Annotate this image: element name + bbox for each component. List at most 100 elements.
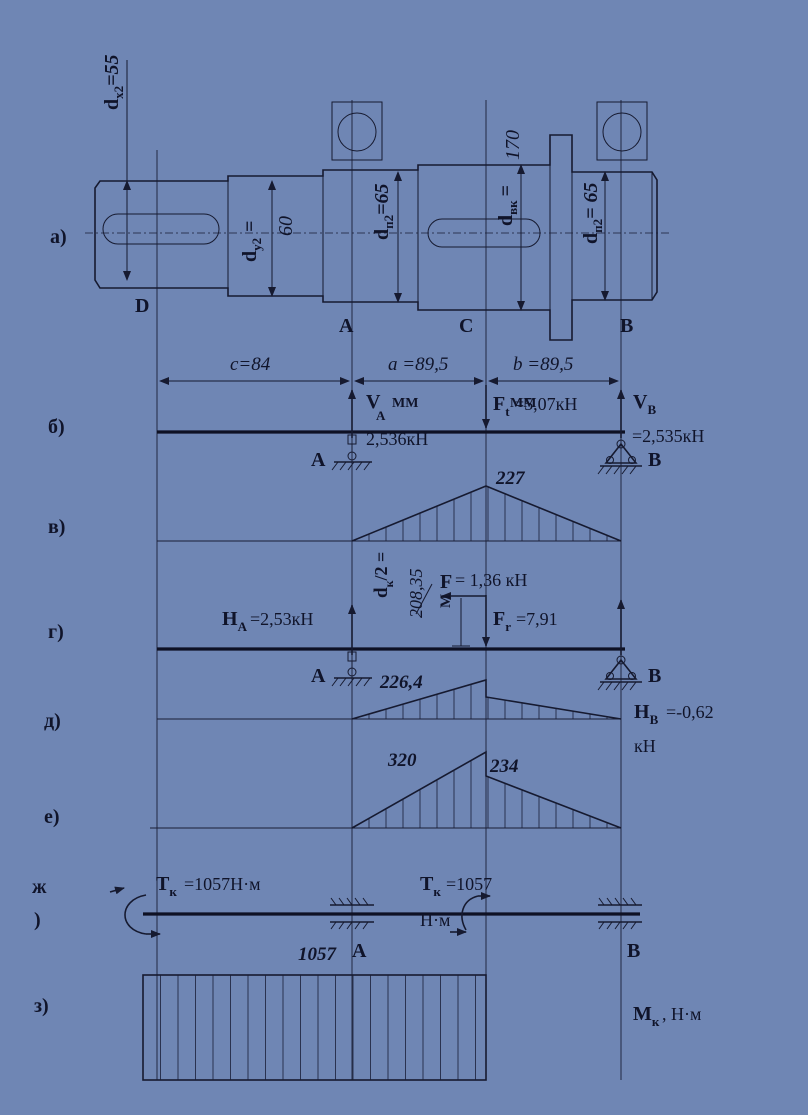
dim-a-unit: ММ [392,396,418,411]
d-x2-label: d [101,99,123,110]
section-labels: а) б) в) г) д) е) ж ) з) [32,226,67,1017]
v-a-label: V [366,391,381,413]
t1-label: T [156,873,170,895]
torque-diagram-value: 1057 [298,944,338,965]
h-a-value: =2,53кН [250,609,313,629]
d-p2-left-label: d [371,229,393,240]
m-a-label: M [438,594,454,608]
svg-text:dвк=: dвк = [495,185,520,226]
point-b: B [620,315,633,337]
dk-label: d [371,587,392,598]
v-b-sub: B [647,402,656,417]
bearing-left [331,101,383,161]
h-b-unit: кН [634,736,656,756]
point-d: D [135,295,149,317]
d-p2-right-label: d [580,233,602,244]
svg-text:Tк: Tк [420,873,441,899]
d-y2-value: 60 [275,216,297,236]
h-b-label: H [634,701,650,723]
dim-c: c=84 [230,354,271,375]
dim-b-unit: ММ [510,396,536,411]
d-vk-label: d [495,215,517,226]
d-p2-left-sub: п2 [381,215,396,229]
f-a-label: F [440,571,452,593]
svg-text:Tк: Tк [156,873,177,899]
h-b-value: =-0,62 [666,702,714,722]
v-a-value: 2,536кН [366,429,428,449]
f-r-value: =7,91 [516,609,558,629]
svg-text:dy2=: dy2= [239,220,264,262]
moment-diagram-vertical: 227 [157,468,622,542]
support-b-label: B [648,449,661,471]
torque-support-b: B [627,940,640,962]
keyway-left [102,213,220,245]
svg-text:HB: HB [634,701,659,727]
moment-e-right-peak: 234 [489,756,519,777]
point-c: C [459,315,473,337]
label-e: е) [44,806,60,828]
point-a: A [339,315,354,337]
shaft-diameter-labels: dx2=55 dy2= 60 dп2=65 dвк= 170 dп2= 65 [101,54,605,262]
d-p2-left-value: =65 [371,183,393,214]
f-a-value: = 1,36 кН [455,570,527,590]
f-t-label: F [493,393,505,415]
dk-frac: /2 = [371,552,391,582]
svg-text:HA: HA [222,608,248,634]
d-p2-right-sub: п2 [590,219,605,233]
moment-diagram-total: 320 234 [150,750,622,829]
vertical-plane-labels: V A 2,536кН Ft =5,07кН VB =2,535кН A B [311,391,704,471]
f-t-value: =5,07кН [514,394,577,414]
t2-unit: Н·м [420,910,450,930]
moment-d-peak: 226,4 [379,672,423,693]
t2-value: =1057 [446,874,492,894]
t2-label: T [420,873,434,895]
label-a: а) [50,226,67,248]
h-b-sub: B [650,712,659,727]
label-zh-paren: ) [34,909,41,931]
t1-value: =1057Н·м [184,874,261,894]
h-support-b-label: B [648,665,661,687]
torque-diagram: 1057 Mк , Н·м [142,944,701,1081]
h-a-sub: A [238,619,248,634]
d-vk-value: 170 [502,130,524,160]
torque-unit-sub: к [652,1014,660,1029]
label-g: г) [48,621,64,643]
bearing-right [596,101,648,161]
torque-unit-label: M [633,1003,652,1025]
torque-unit: , Н·м [662,1004,701,1024]
d-x2-sub: x2 [111,86,126,99]
label-z: з) [34,995,49,1017]
support-a-label: A [311,449,326,471]
f-r-sub: r [505,619,511,634]
label-v: в) [48,516,65,538]
svg-text:Fr: Fr [493,608,511,634]
horizontal-plane-labels: HA =2,53кН dк/2 = 208,35 F = 1,36 кН M F… [222,552,714,756]
d-y2-eq: = [239,220,261,231]
torque-support-a: A [352,940,367,962]
svg-text:Ft: Ft [493,393,510,419]
d-vk-sub: вк [505,200,520,215]
label-d: д) [44,710,61,732]
svg-text:dк/2 =: dк/2 = [371,552,396,598]
moment-diagram-horizontal: 226,4 [157,672,622,720]
h-support-a-label: A [311,665,326,687]
v-a-sub: A [376,408,386,423]
torque-beam [109,886,642,938]
moment-e-left-peak: 320 [387,750,417,771]
svg-text:dx2=55: dx2=55 [101,54,126,110]
vertical-plane-beam [157,385,642,475]
d-vk-eq: = [495,185,517,196]
shaft-points: D A C B [135,295,633,337]
dk-sub: к [382,580,396,587]
dim-b: b =89,5 [513,354,573,375]
v-b-label: V [633,391,648,413]
dim-a: a =89,5 [388,354,448,375]
t1-sub: к [169,884,177,899]
svg-text:V: V [366,391,381,413]
svg-text:VB: VB [633,391,656,417]
moment-v-peak: 227 [495,468,526,489]
t2-sub: к [433,884,441,899]
dk-value: 208,35 [406,569,426,619]
